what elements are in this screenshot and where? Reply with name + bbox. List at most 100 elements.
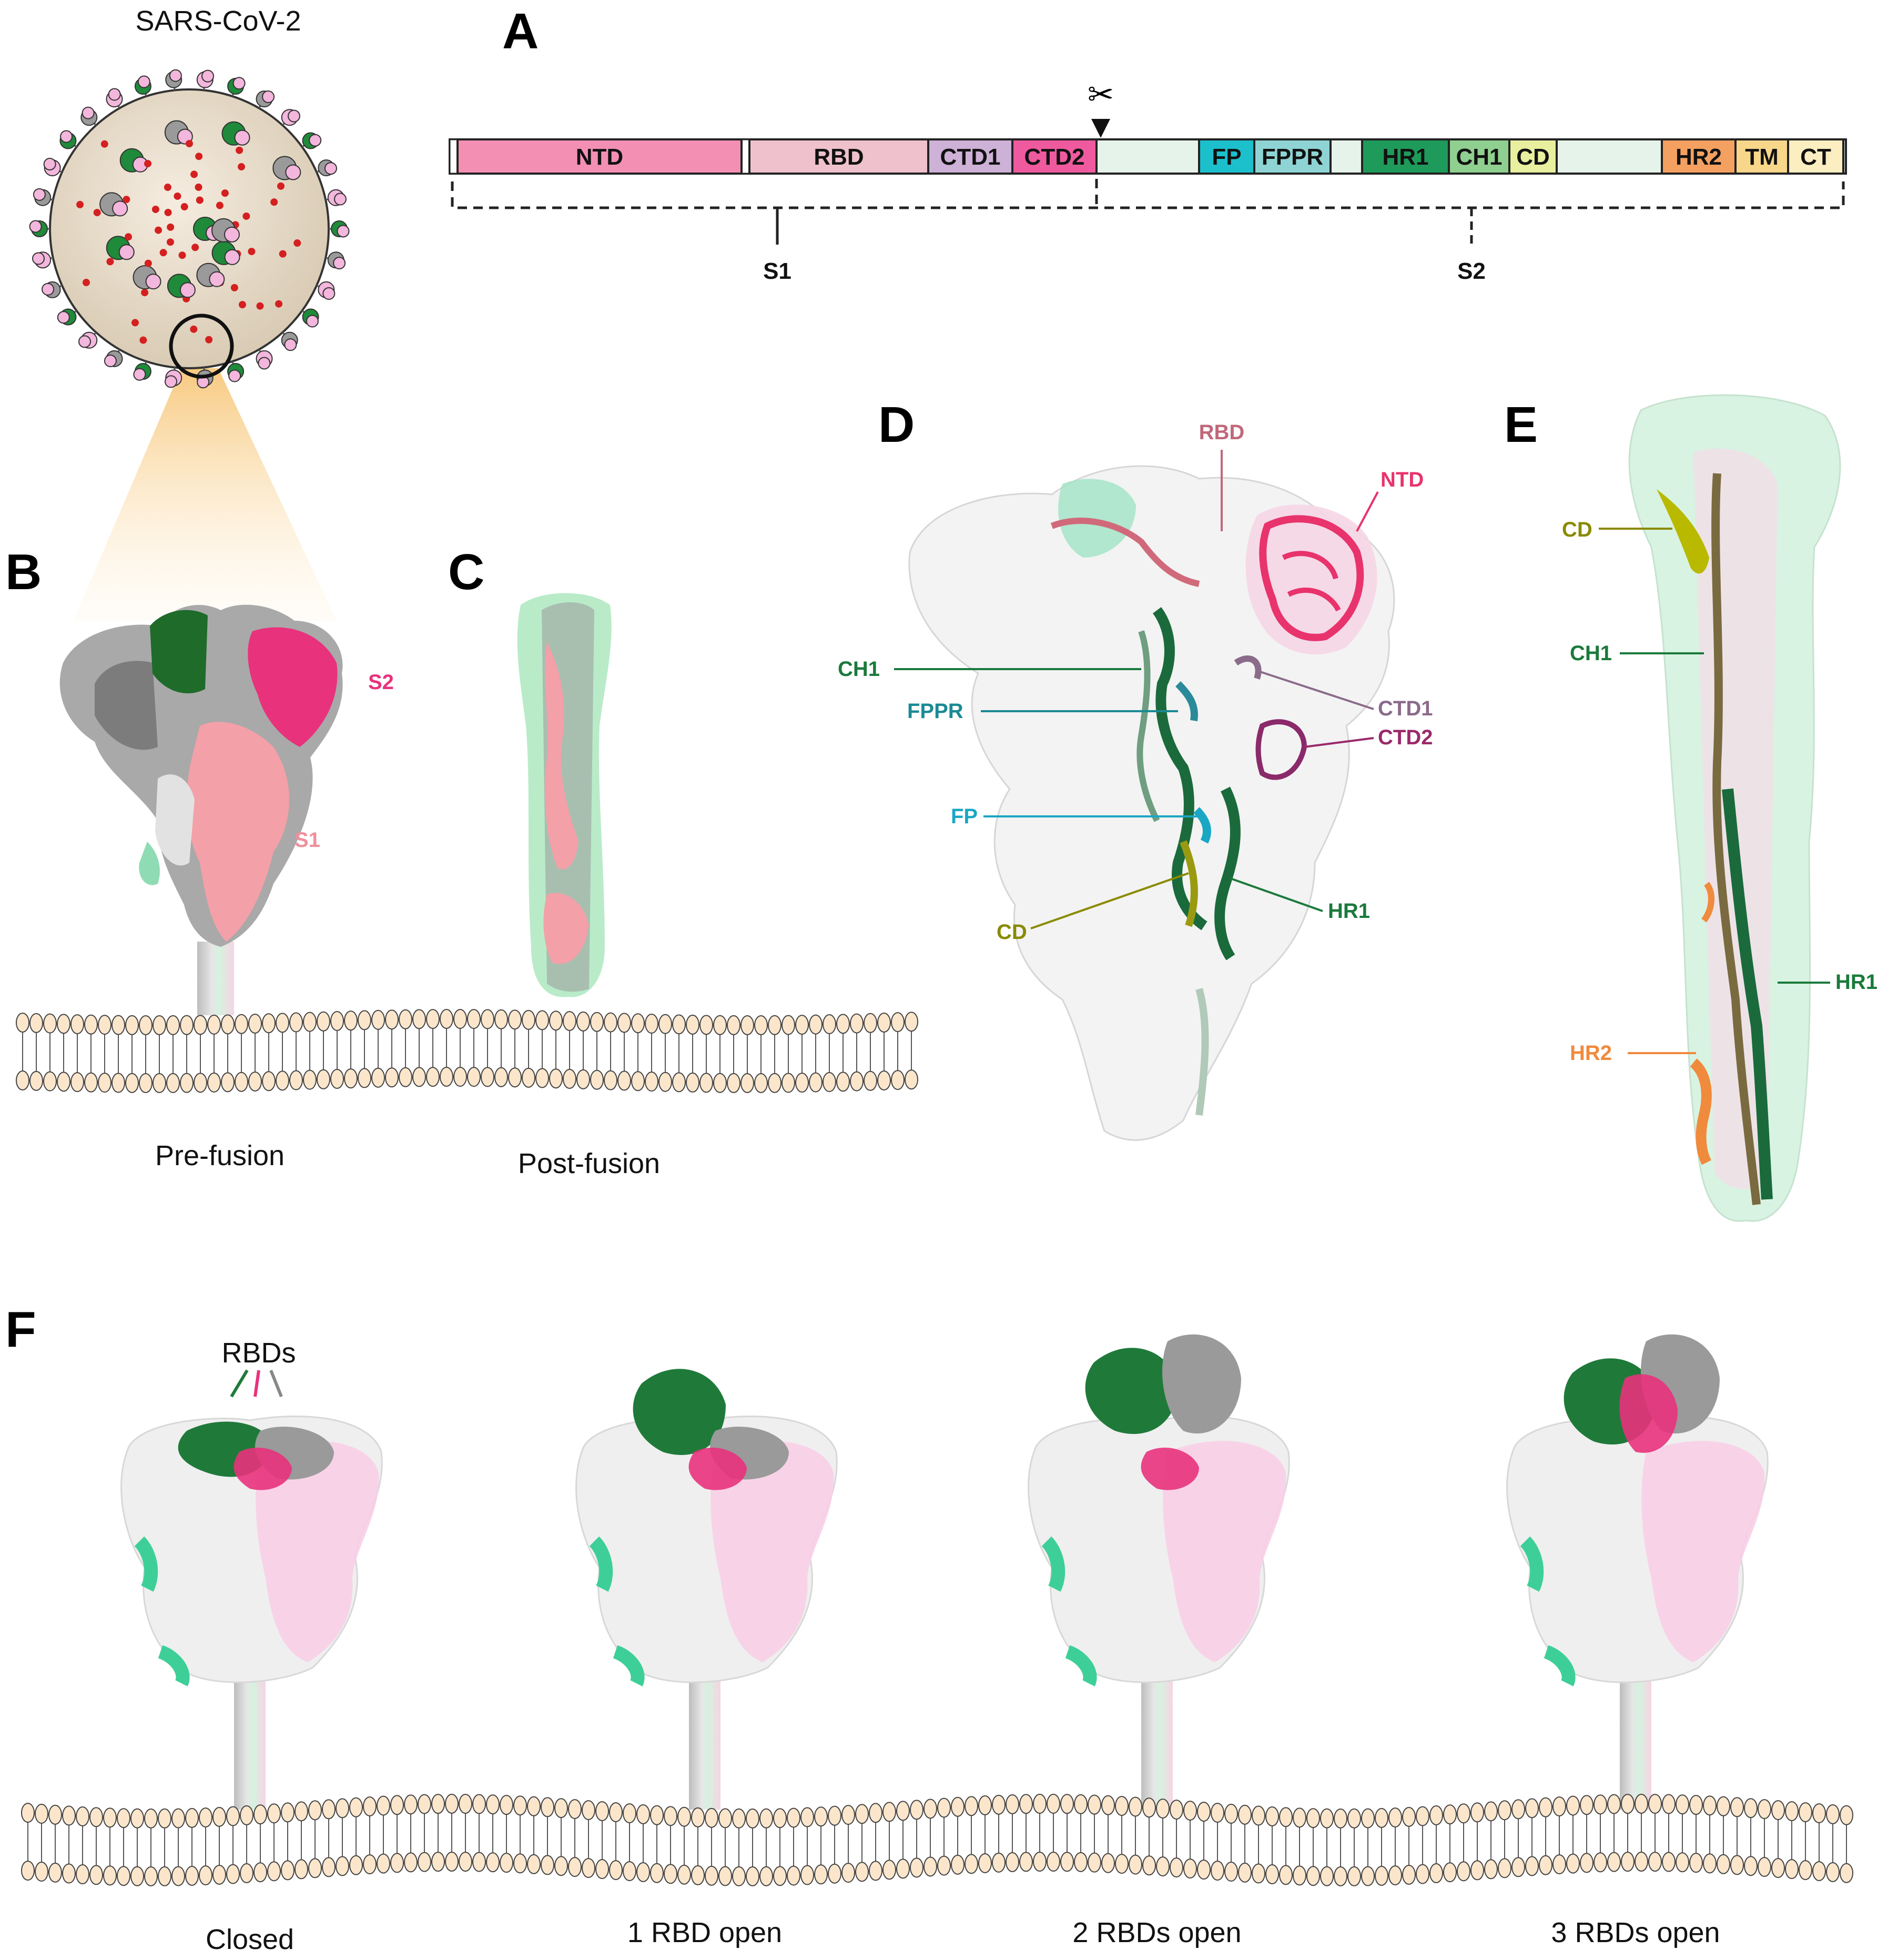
panel-d-structure xyxy=(908,465,1395,1141)
virus-rna-dot xyxy=(174,192,181,200)
virus-spike xyxy=(32,251,54,269)
virus-rna-dot xyxy=(131,319,139,327)
domain-cd: CD xyxy=(1508,138,1558,175)
d-fp-label: FP xyxy=(951,805,978,828)
virus-rna-dot xyxy=(166,238,174,246)
rbds-label: RBDs xyxy=(221,1337,296,1369)
trimer-2 xyxy=(1028,1334,1290,1810)
virus-rna-dot xyxy=(144,259,152,267)
trimer-0 xyxy=(120,1416,383,1810)
rbd-state-trimers xyxy=(120,1334,1769,1810)
panel-letter-c: C xyxy=(448,544,484,600)
virus-spike xyxy=(57,308,77,326)
virus-surface-spike xyxy=(196,262,225,287)
domain-tm: TM xyxy=(1734,138,1789,175)
virus-rna-dot xyxy=(106,258,114,266)
panel-letter-a: A xyxy=(502,3,539,59)
virus-rna-dot xyxy=(180,203,188,211)
domain-ctd2: CTD2 xyxy=(1011,138,1098,175)
virus-spike xyxy=(165,69,182,90)
prefusion-caption: Pre-fusion xyxy=(155,1140,285,1171)
domain-label-hr2: HR2 xyxy=(1676,144,1722,170)
s2-label: S2 xyxy=(1457,258,1486,284)
virus-rna-dot xyxy=(139,336,147,344)
virus-spike xyxy=(325,189,347,206)
virus-rna-dot xyxy=(164,184,171,191)
domain-ntd: NTD xyxy=(456,138,743,175)
virus-rna-dot xyxy=(216,201,224,209)
postfusion-spike xyxy=(517,593,612,997)
virus-rna-dot xyxy=(230,284,238,291)
d-ch1-label: CH1 xyxy=(838,658,880,681)
virus-spike xyxy=(133,361,151,381)
virus-rna-dot xyxy=(186,140,193,147)
virus-spike xyxy=(80,106,98,126)
virus-rna-dot xyxy=(238,301,246,309)
domain-fp: FP xyxy=(1198,138,1255,175)
domain-ch1: CH1 xyxy=(1448,138,1510,175)
virus-spike xyxy=(59,130,77,149)
d-ctd2-label: CTD2 xyxy=(1378,726,1433,749)
virus-rna-dot xyxy=(167,223,175,231)
state-caption-1: 1 RBD open xyxy=(627,1917,782,1948)
virus-surface-spike xyxy=(167,274,196,298)
virus-spike xyxy=(301,132,322,149)
domain-label-ct: CT xyxy=(1800,144,1831,170)
prefusion-s2-label: S2 xyxy=(368,671,394,694)
virus-rna-dot xyxy=(248,248,256,256)
d-fppr-label: FPPR xyxy=(907,700,963,723)
virus-rna-dot xyxy=(242,212,250,220)
domain-label-ch1: CH1 xyxy=(1456,144,1502,170)
virus-label: SARS-CoV-2 xyxy=(135,5,301,37)
panel-d-labels: RBD NTD CH1 FPPR CTD1 CTD2 FP CD HR1 xyxy=(838,421,1433,944)
virus-surface-spike xyxy=(164,120,193,145)
virus-surface-spike xyxy=(133,265,161,290)
panel-letter-f: F xyxy=(5,1301,36,1358)
virus-rna-dot xyxy=(164,208,172,216)
virus-rna-dot xyxy=(76,200,84,208)
domain-label-cd: CD xyxy=(1516,144,1550,170)
virus-rna-dot xyxy=(221,189,229,197)
virus-spike xyxy=(78,331,98,349)
trimer-1 xyxy=(575,1369,838,1810)
d-cd-label: CD xyxy=(997,921,1027,944)
virus-rna-dot xyxy=(100,140,108,148)
s1-label: S1 xyxy=(763,258,791,284)
d-ntd-label: NTD xyxy=(1381,468,1424,491)
panel-e-structure xyxy=(1628,394,1841,1222)
panel-letter-e: E xyxy=(1504,397,1538,453)
virus-spike xyxy=(227,77,246,97)
domain-label-fppr: FPPR xyxy=(1262,144,1323,170)
virus-spike xyxy=(43,157,63,177)
virus-rna-dot xyxy=(196,196,204,204)
e-ch1-label: CH1 xyxy=(1570,642,1612,665)
virus-spike xyxy=(301,308,319,328)
domain-fppr: FPPR xyxy=(1253,138,1332,175)
virus-surface-spike xyxy=(221,121,250,146)
virus-rna-dot xyxy=(195,153,203,160)
domain-label-ctd2: CTD2 xyxy=(1024,144,1085,170)
domain-label-fp: FP xyxy=(1212,144,1241,170)
virus-rna-dot xyxy=(190,325,198,333)
virus-rna-dot xyxy=(151,206,159,213)
virus-rna-dot xyxy=(237,163,245,171)
domain-label-tm: TM xyxy=(1745,144,1779,170)
virus-spike xyxy=(281,109,300,126)
domain-label-rbd: RBD xyxy=(814,144,864,170)
virus-rna-dot xyxy=(270,198,278,206)
membrane-bilayer-top xyxy=(16,1009,918,1093)
virus-rna-dot xyxy=(93,209,101,217)
membrane-bilayer-bottom xyxy=(21,1794,1853,1886)
virus-rna-dot xyxy=(144,160,152,168)
virus-surface-spike xyxy=(211,218,240,243)
domain-label-hr1: HR1 xyxy=(1382,144,1428,170)
e-cd-label: CD xyxy=(1562,518,1592,541)
virus-rna-dot xyxy=(178,251,186,259)
domain-ctd1: CTD1 xyxy=(927,138,1013,175)
scissors-icon: ✂ xyxy=(1088,77,1114,112)
cleavage-arrow-icon xyxy=(1091,119,1110,138)
panel-e-labels: CD CH1 HR1 HR2 xyxy=(1562,518,1877,1065)
virus-spike xyxy=(165,367,182,388)
d-ctd1-label: CTD1 xyxy=(1378,697,1433,720)
virus-surface-spike xyxy=(272,156,301,180)
